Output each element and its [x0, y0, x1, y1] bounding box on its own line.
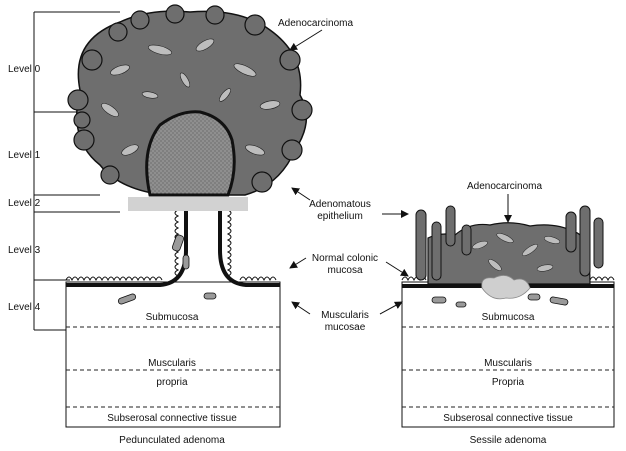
- right-subserosal-label: Subserosal connective tissue: [443, 413, 573, 424]
- level-4-label: Level 4: [8, 302, 41, 313]
- right-muscularis-label-1: Muscularis: [484, 358, 532, 369]
- left-submucosa-label: Submucosa: [146, 312, 199, 323]
- left-caption: Pedunculated adenoma: [119, 435, 225, 446]
- level-2-label: Level 2: [8, 198, 41, 209]
- right-wall-block: [401, 281, 615, 428]
- muscularis-mucosae-label-1: Muscularis: [321, 310, 369, 321]
- left-muscularis-label-2: propria: [156, 377, 188, 388]
- adenomatous-label-1: Adenomatous: [309, 199, 371, 210]
- left-muscularis-label-1: Muscularis: [148, 358, 196, 369]
- adenomatous-label-2: epithelium: [317, 211, 363, 222]
- annotations: Adenocarcinoma Adenocarcinoma Adenomatou…: [278, 18, 542, 333]
- pedunculated-adenoma: Submucosa Muscularis propria Subserosal …: [65, 4, 313, 446]
- level-3-label: Level 3: [8, 245, 41, 256]
- sessile-adenoma: Submucosa Muscularis Propria Subserosal …: [401, 205, 615, 446]
- right-submucosa-label: Submucosa: [482, 312, 535, 323]
- left-wall-block: [65, 281, 281, 428]
- level-bracket: Level 0 Level 1 Level 2 Level 3 Level 4: [8, 11, 120, 331]
- level-1-label: Level 1: [8, 150, 41, 161]
- adenocarcinoma-right-label: Adenocarcinoma: [467, 181, 542, 192]
- left-muscularis-mucosae: [66, 205, 280, 287]
- right-muscularis-label-2: Propria: [492, 377, 525, 388]
- level-2-band: [128, 197, 248, 211]
- left-subserosal-label: Subserosal connective tissue: [107, 413, 237, 424]
- invasion-area: [481, 275, 531, 300]
- stalk-core: [145, 110, 236, 197]
- muscularis-mucosae-label-2: mucosae: [325, 322, 366, 333]
- level-0-label: Level 0: [8, 64, 41, 75]
- right-caption: Sessile adenoma: [470, 435, 547, 446]
- normal-mucosa-label-1: Normal colonic: [312, 253, 378, 264]
- left-normal-mucosa: [65, 276, 277, 282]
- normal-mucosa-label-2: mucosa: [327, 265, 362, 276]
- adenocarcinoma-left-label: Adenocarcinoma: [278, 18, 353, 29]
